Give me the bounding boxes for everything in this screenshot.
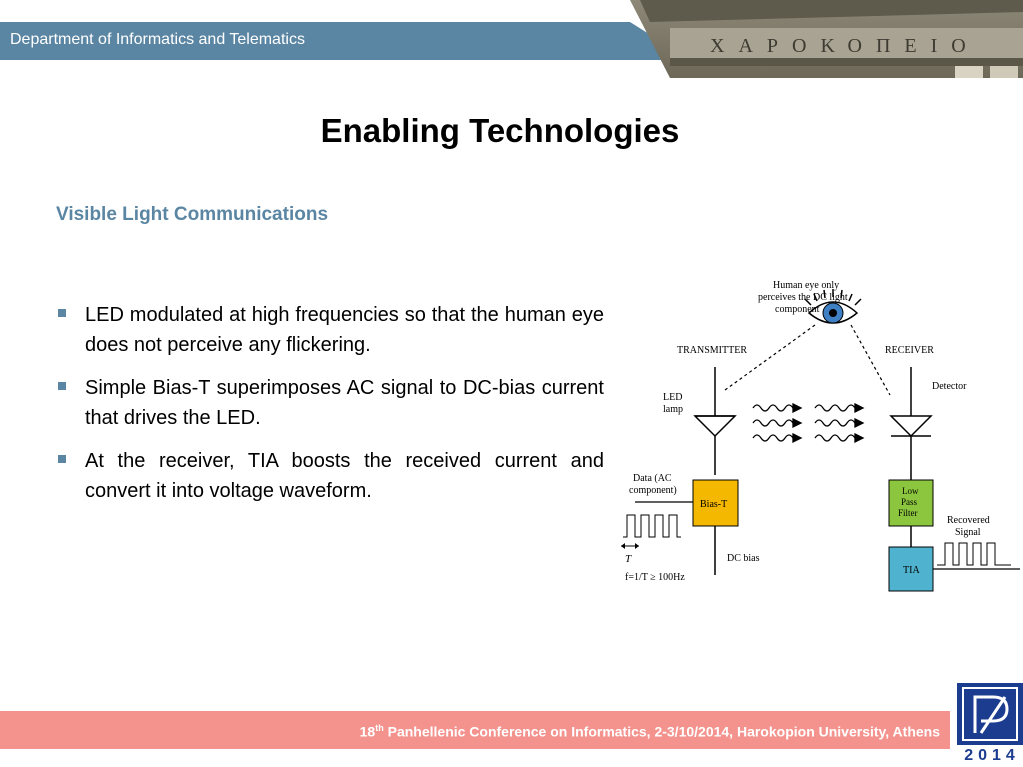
bullet-item: Simple Bias-T superimposes AC signal to …: [58, 373, 604, 433]
recovered-label-line-2: Signal: [955, 527, 981, 538]
lpf-label-line-2: Pass: [901, 497, 918, 507]
transmitter-label: TRANSMITTER: [677, 345, 747, 356]
bullet-list: LED modulated at high frequencies so tha…: [58, 300, 604, 519]
led-label-line-2: lamp: [663, 404, 683, 415]
data-label-line-1: Data (AC: [633, 473, 672, 484]
bullet-square-icon: [58, 455, 66, 463]
led-symbol: [693, 415, 737, 438]
tia-label: TIA: [903, 565, 920, 576]
department-name: Department of Informatics and Telematics: [10, 31, 305, 48]
tia-block: [888, 546, 934, 592]
detector-label: Detector: [932, 381, 967, 392]
vlc-diagram: Human eye only perceives the DC light co…: [621, 280, 1020, 592]
building-image: ΧΑΡΟΚΟΠΕΙΟ: [630, 0, 1023, 78]
header-band: Department of Informatics and Telematics: [0, 22, 690, 60]
conference-logo: 2014: [957, 683, 1023, 767]
bullet-square-icon: [58, 382, 66, 390]
footer-band: 18th Panhellenic Conference on Informati…: [0, 711, 950, 749]
eye-label-line-1: Human eye only: [773, 280, 839, 291]
data-label-line-2: component): [629, 485, 677, 496]
receiver-label: RECEIVER: [885, 345, 934, 356]
bullet-square-icon: [58, 309, 66, 317]
building-inscription: ΧΑΡΟΚΟΠΕΙΟ: [710, 35, 980, 57]
logo-icon: [957, 683, 1023, 745]
bullet-item: At the receiver, TIA boosts the received…: [58, 446, 604, 506]
bullet-item: LED modulated at high frequencies so tha…: [58, 300, 604, 360]
logo-year: 2014: [964, 747, 1020, 764]
eye-label-line-2: perceives the DC light: [758, 292, 848, 303]
frequency-label: f=1/T ≥ 100Hz: [625, 572, 685, 583]
period-label: T: [625, 553, 632, 565]
low-pass-filter-block: [888, 479, 934, 527]
footer-text: 18th Panhellenic Conference on Informati…: [359, 723, 940, 740]
lpf-label-line-1: Low: [902, 486, 919, 496]
bias-t-label: Bias-T: [700, 499, 727, 510]
slide-subtitle: Visible Light Communications: [56, 204, 329, 225]
led-label-line-1: LED: [663, 392, 682, 403]
recovered-label-line-1: Recovered: [947, 515, 990, 526]
dc-bias-label: DC bias: [727, 553, 760, 564]
light-waves: [752, 402, 865, 444]
eye-label-line-3: component: [775, 304, 820, 315]
data-waveform: [623, 514, 681, 538]
slide-title: Enabling Technologies: [320, 112, 680, 149]
eye-icon: [804, 289, 862, 324]
recovered-waveform: [937, 542, 1011, 566]
lpf-label-line-3: Filter: [898, 508, 918, 518]
detector-symbol: [889, 415, 933, 438]
